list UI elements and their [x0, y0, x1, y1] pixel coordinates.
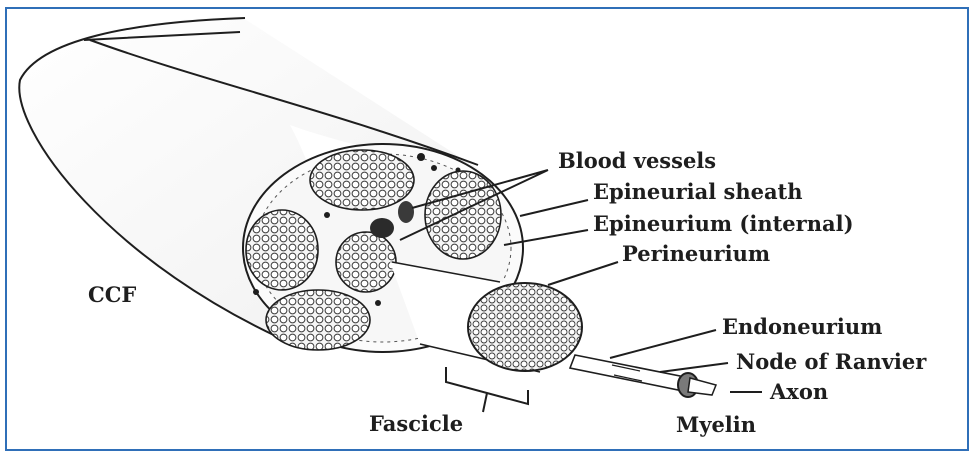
label-epineurium-internal: Epineurium (internal)	[593, 211, 854, 236]
label-endoneurium: Endoneurium	[722, 314, 882, 339]
leader-endoneurium	[610, 330, 716, 358]
blood-vessel-dot	[431, 165, 437, 171]
axon-strand	[570, 355, 716, 397]
label-axon: Axon	[769, 379, 828, 404]
label-fascicle: Fascicle	[369, 411, 463, 436]
label-perineurium: Perineurium	[622, 241, 770, 266]
leader-perineurium	[548, 262, 618, 285]
blood-vessel-1	[370, 218, 394, 238]
blood-vessel-dot	[456, 168, 461, 173]
blood-vessel-dot	[253, 289, 259, 295]
fascicle-bottom	[266, 290, 370, 350]
perineurium	[468, 283, 582, 371]
axon	[688, 378, 716, 395]
label-blood-vessels: Blood vessels	[558, 148, 716, 173]
fascicle-center	[336, 232, 396, 292]
label-ccf: CCF	[88, 282, 136, 307]
fascicle-top	[310, 150, 414, 210]
fascicle-bracket	[446, 367, 528, 412]
blood-vessel-2	[398, 201, 414, 223]
leader-epineurial-sheath	[520, 200, 588, 216]
blood-vessel-dot	[375, 300, 381, 306]
fascicle-left	[246, 210, 318, 290]
label-myelin: Myelin	[676, 412, 756, 437]
fascicle-right	[425, 171, 501, 259]
blood-vessel-dot	[324, 212, 330, 218]
blood-vessel-dot	[417, 153, 425, 161]
label-node-of-ranvier: Node of Ranvier	[736, 349, 927, 374]
endoneurium	[570, 355, 690, 392]
label-epineurial-sheath: Epineurial sheath	[593, 179, 803, 204]
leader-node-of-ranvier	[660, 363, 728, 372]
